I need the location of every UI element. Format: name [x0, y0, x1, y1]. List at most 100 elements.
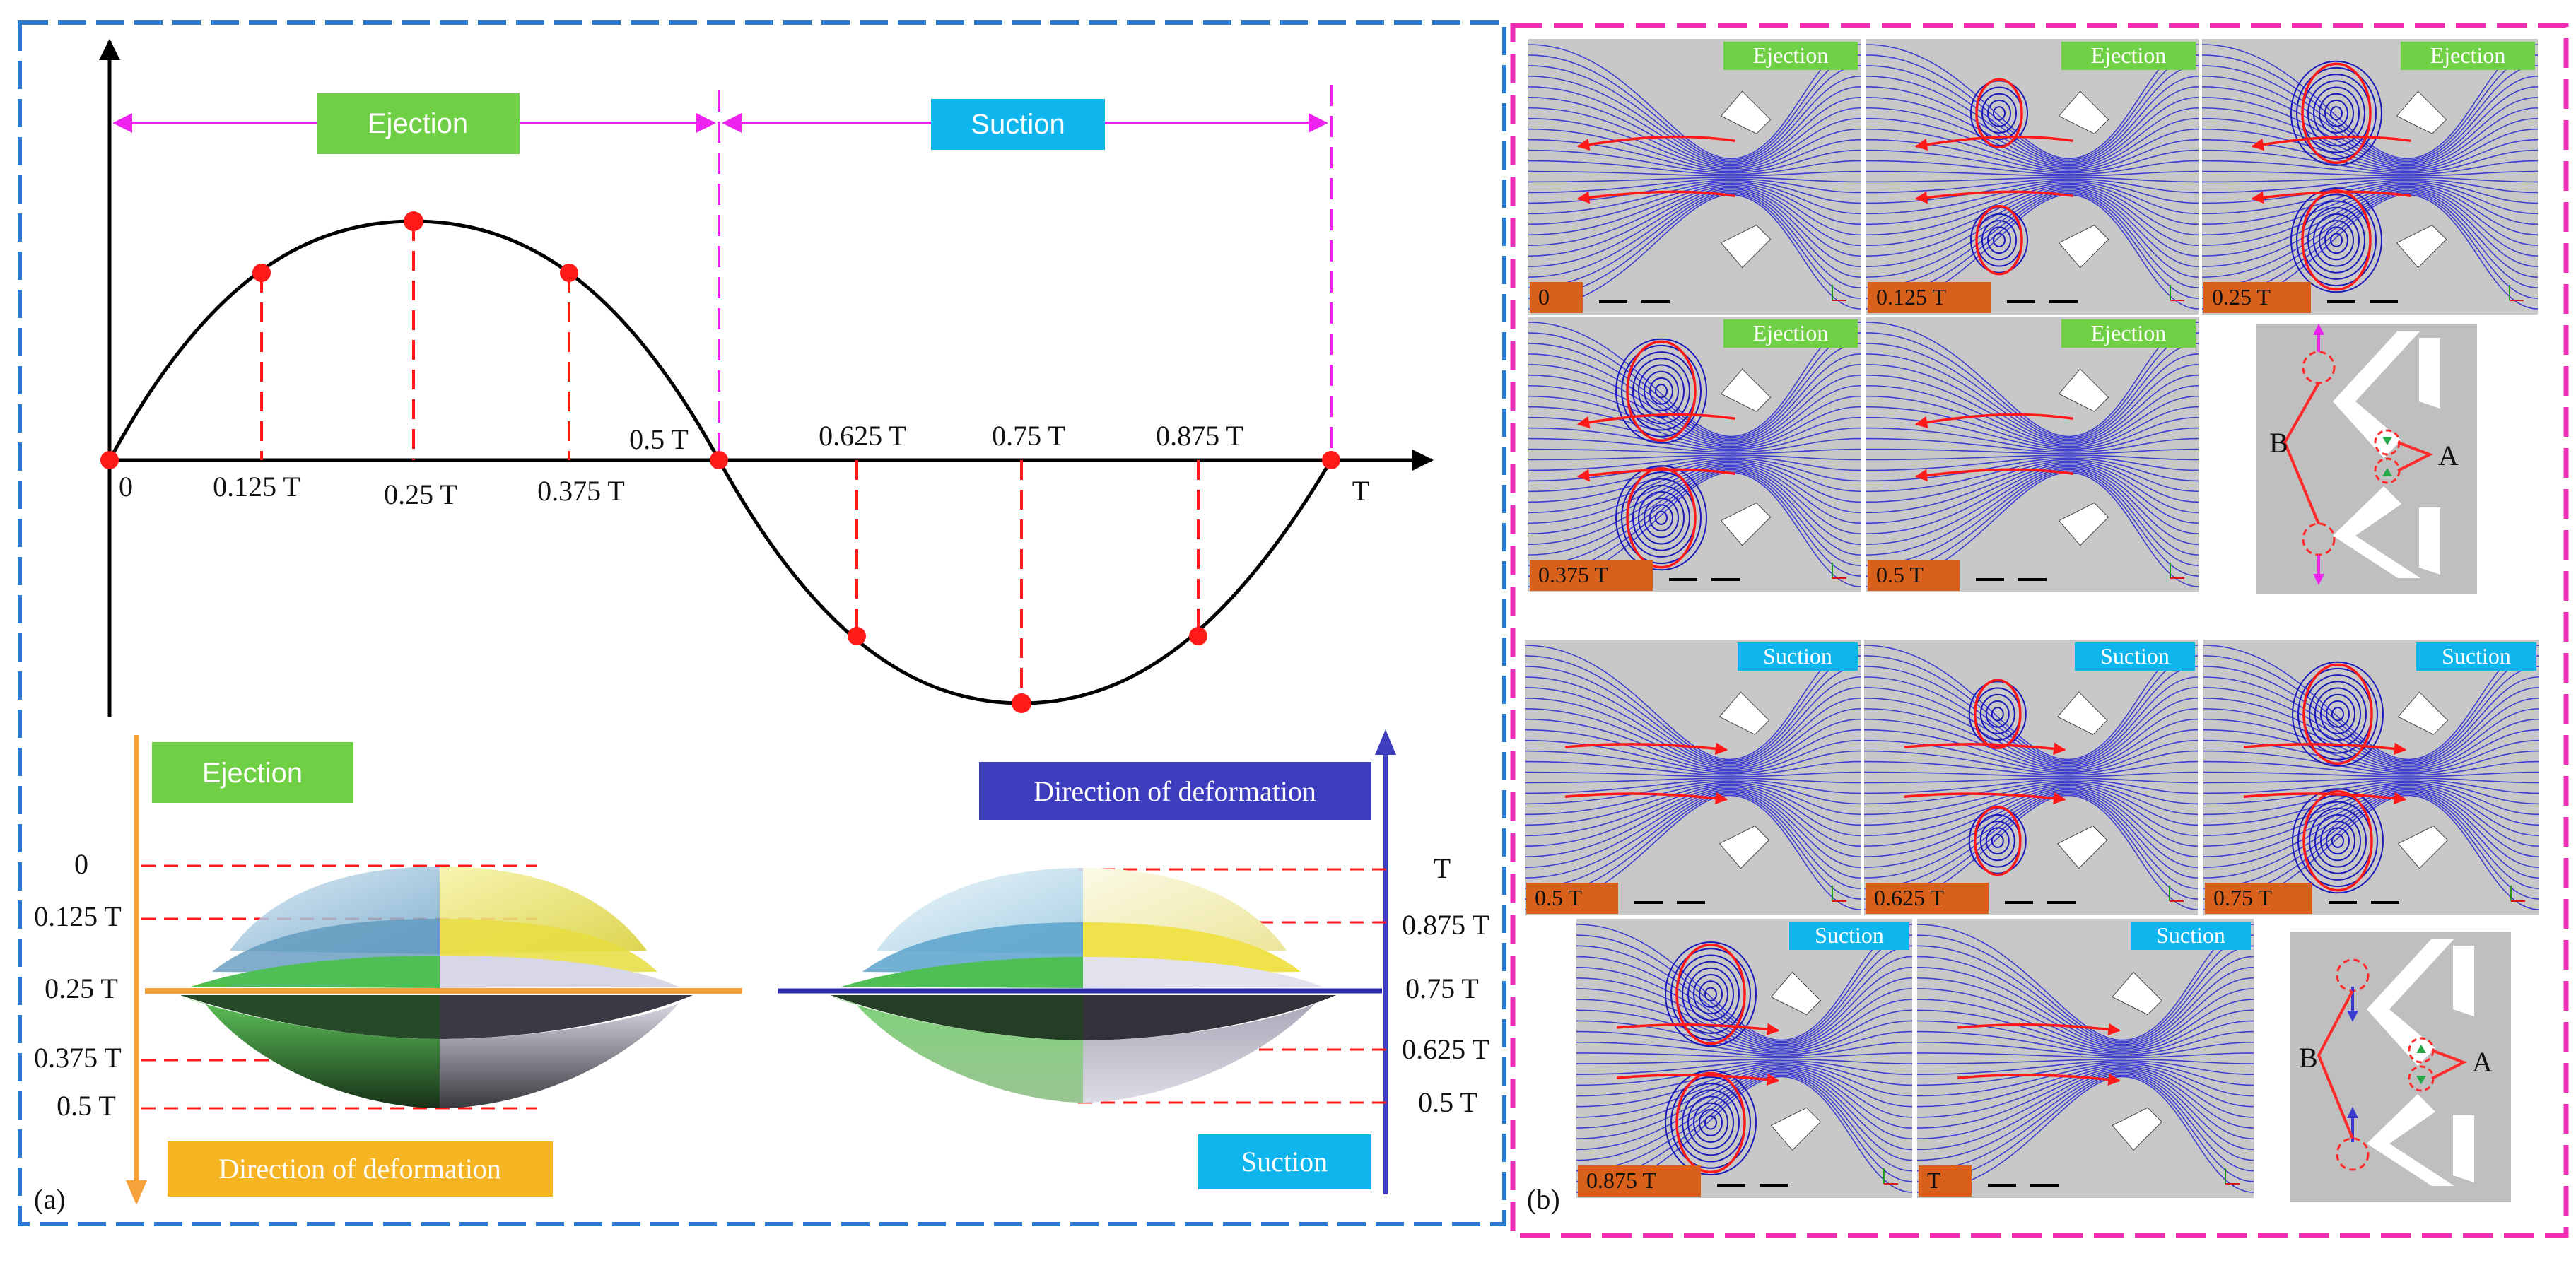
level-T: T — [1434, 852, 1451, 884]
level-0625: 0.625 T — [1402, 1033, 1489, 1065]
phase-drop-lines — [260, 221, 1200, 703]
time-badge-label: T — [1927, 1168, 1941, 1193]
actuator-geometry — [2397, 691, 2449, 869]
phase-badge — [1723, 42, 1858, 70]
tick-0375: 0.375 T — [537, 475, 625, 507]
level-0375: 0.375 T — [34, 1042, 122, 1074]
direction-badge-right — [979, 762, 1371, 820]
time-badge — [1868, 282, 1991, 313]
tick-T: T — [1352, 475, 1369, 507]
level-05: 0.5 T — [57, 1090, 116, 1122]
direction-badge-left — [168, 1141, 553, 1197]
actuator-geometry — [1720, 368, 1772, 546]
schematic-ejection-label-a: A — [2438, 440, 2459, 471]
time-badge-label: 0.5 T — [1535, 885, 1582, 910]
level-075: 0.75 T — [1405, 973, 1479, 1004]
level-05-right: 0.5 T — [1418, 1086, 1477, 1118]
ejection-phase-box — [317, 93, 520, 154]
phase-badge-label: Ejection — [1753, 320, 1829, 346]
deformation-suction: Direction of deformation T 0.875 T 0.75 … — [778, 729, 1489, 1194]
level-0875: 0.875 T — [1402, 909, 1489, 941]
actuator-geometry — [1719, 691, 1770, 869]
ejection-badge — [152, 742, 353, 803]
tick-0625: 0.625 T — [819, 420, 906, 452]
jet-trajectory — [1564, 742, 1728, 805]
time-badge — [2203, 282, 2311, 313]
jet-trajectory — [1616, 943, 1780, 1174]
flow-field-tile: Suction 0.625 T — [1863, 640, 2199, 915]
jet-trajectory — [1914, 78, 2073, 276]
streamlines — [1528, 44, 1861, 310]
ejection-phase-label: Ejection — [368, 108, 468, 139]
actuator-geometry — [1720, 90, 1772, 269]
time-badge-label: 0 — [1538, 284, 1550, 310]
actuator-geometry — [2112, 971, 2162, 1151]
phase-badge — [1789, 922, 1909, 950]
flow-field-tile: Suction 0.5 T — [1524, 640, 1861, 915]
time-badge — [1866, 883, 1989, 914]
streamlines — [1576, 924, 1913, 1193]
phase-badge — [2131, 922, 2251, 950]
panel-b-frame — [1510, 23, 2569, 1238]
vortex-rings — [1665, 941, 1757, 1175]
level-0125: 0.125 T — [34, 900, 122, 932]
time-badge — [1868, 560, 1960, 591]
time-badge — [1530, 282, 1583, 313]
phase-badge-label: Suction — [2100, 643, 2170, 669]
schematic-suction-label-b: B — [2299, 1042, 2318, 1074]
streamlines — [2203, 645, 2540, 910]
schematic-suction-label-a: A — [2472, 1046, 2493, 1078]
deformation-ejection: Ejection 0 0.125 T 0.25 T 0.375 T 0.5 T … — [34, 735, 742, 1205]
phase-markers — [100, 211, 1340, 713]
phase-badge — [2416, 642, 2536, 671]
panel-b-label: (b) — [1527, 1183, 1560, 1215]
phase-badge-label: Suction — [1815, 922, 1884, 948]
panel-a-label: (a) — [34, 1183, 65, 1215]
phase-badge-label: Ejection — [2091, 42, 2167, 68]
waveform-diagram: Ejection Suction 0 0.125 T — [99, 39, 1434, 717]
level-0: 0 — [74, 848, 88, 880]
phase-badge-label: Suction — [2156, 922, 2225, 948]
phase-badge-label: Ejection — [1753, 42, 1829, 68]
time-badge — [1578, 1165, 1701, 1197]
streamlines — [1524, 645, 1861, 910]
phase-badge — [2075, 642, 2195, 671]
time-badge-label: 0.375 T — [1538, 562, 1608, 587]
schematic-ejection-label-b: B — [2269, 427, 2288, 459]
flow-field-tile: Ejection 0 — [1528, 39, 1861, 315]
streamlines — [1866, 322, 2199, 587]
streamlines — [2201, 44, 2539, 310]
jet-trajectory — [1957, 1023, 2121, 1086]
tick-05: 0.5 T — [629, 423, 689, 455]
tick-0: 0 — [119, 471, 133, 503]
jet-trajectory — [1904, 679, 2066, 876]
phase-badge-label: Ejection — [2091, 320, 2167, 346]
flow-field-tile: Ejection 0.5 T — [1866, 317, 2199, 592]
actuator-geometry — [2056, 691, 2108, 869]
suction-phase-box — [931, 99, 1105, 150]
phase-badge — [2401, 42, 2535, 70]
tick-025: 0.25 T — [384, 478, 457, 510]
time-badge-label: 0.625 T — [1874, 885, 1944, 910]
streamlines — [1528, 322, 1861, 587]
phase-badge — [2061, 319, 2196, 348]
phase-badge — [1738, 642, 1858, 671]
streamlines — [1863, 645, 2199, 910]
direction-label-right: Direction of deformation — [1034, 775, 1316, 807]
panel-a-frame — [18, 20, 1506, 1226]
suction-badge — [1198, 1134, 1371, 1189]
ejection-badge-label: Ejection — [202, 758, 303, 789]
time-badge-label: 0.875 T — [1586, 1168, 1656, 1193]
time-badge-label: 0.75 T — [2213, 885, 2272, 910]
phase-badge-label: Suction — [1763, 643, 1832, 669]
time-badge — [1919, 1165, 1972, 1197]
time-badge-label: 0.5 T — [1876, 562, 1924, 587]
jet-trajectory — [1914, 413, 2073, 482]
schematic-ejection: B A — [2256, 324, 2477, 594]
actuator-geometry — [2058, 368, 2109, 546]
